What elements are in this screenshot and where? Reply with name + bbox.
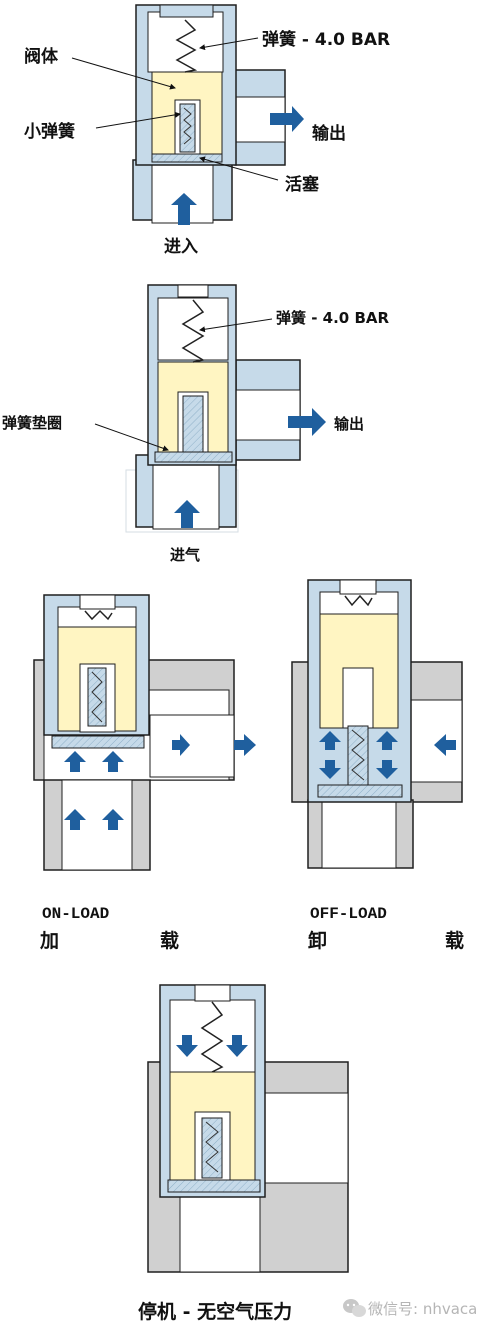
label-input: 进气 xyxy=(170,546,200,564)
up-arrow xyxy=(64,809,86,830)
label-input: 进入 xyxy=(164,237,198,257)
label-output: 输出 xyxy=(312,123,346,144)
output-arrow xyxy=(288,408,326,436)
caption-on-load-cn-1: 加 xyxy=(39,930,59,952)
input-arrow xyxy=(171,193,197,225)
down-arrow xyxy=(176,1035,198,1057)
up-arrow xyxy=(102,751,124,772)
caption-shutdown: 停机 - 无空气压力 xyxy=(138,1300,292,1323)
wechat-icon xyxy=(343,1299,366,1317)
caption-on-load-cn-2: 载 xyxy=(160,929,179,952)
caption-on-load: ON-LOAD xyxy=(42,905,109,923)
left-arrow xyxy=(434,734,456,756)
up-arrow xyxy=(64,751,86,772)
input-arrow xyxy=(174,500,200,528)
up-arrow xyxy=(102,809,124,830)
main-spring xyxy=(181,299,206,363)
valve-diagram-on-load: ON-LOAD 加 载 xyxy=(33,594,256,952)
caption-off-load: OFF-LOAD xyxy=(310,905,387,923)
up-arrow xyxy=(319,731,341,750)
down-arrow xyxy=(376,760,398,779)
main-spring xyxy=(175,19,198,73)
label-output: 输出 xyxy=(334,415,364,433)
watermark: 微信号: nhvaca xyxy=(343,1299,477,1318)
main-spring xyxy=(200,1001,224,1073)
valve-diagram-2: 弹簧 - 4.0 BAR 弹簧垫圈 输出 进气 xyxy=(2,284,390,564)
label-spring-4bar: 弹簧 - 4.0 BAR xyxy=(276,309,390,327)
label-valve-body: 阀体 xyxy=(24,46,59,67)
down-arrow xyxy=(319,760,341,779)
label-spring-4bar: 弹簧 - 4.0 BAR xyxy=(262,29,390,50)
right-arrow xyxy=(172,734,190,756)
label-spring-seat: 弹簧垫圈 xyxy=(2,414,62,432)
label-piston: 活塞 xyxy=(285,174,320,195)
caption-off-load-cn-1: 卸 xyxy=(308,929,327,952)
down-arrow xyxy=(226,1035,248,1057)
output-arrow xyxy=(270,106,304,132)
up-arrow xyxy=(376,731,398,750)
transition-arrow xyxy=(234,734,256,756)
caption-off-load-cn-2: 载 xyxy=(445,929,464,952)
valve-diagram-1: 弹簧 - 4.0 BAR 阀体 小弹簧 输出 活塞 进入 xyxy=(24,4,390,257)
label-small-spring: 小弹簧 xyxy=(24,121,75,142)
watermark-text: 微信号: nhvaca xyxy=(368,1300,477,1318)
valve-diagram-off-load: OFF-LOAD 卸 载 xyxy=(291,579,464,952)
valve-diagram-shutdown: 停机 - 无空气压力 xyxy=(138,984,349,1323)
